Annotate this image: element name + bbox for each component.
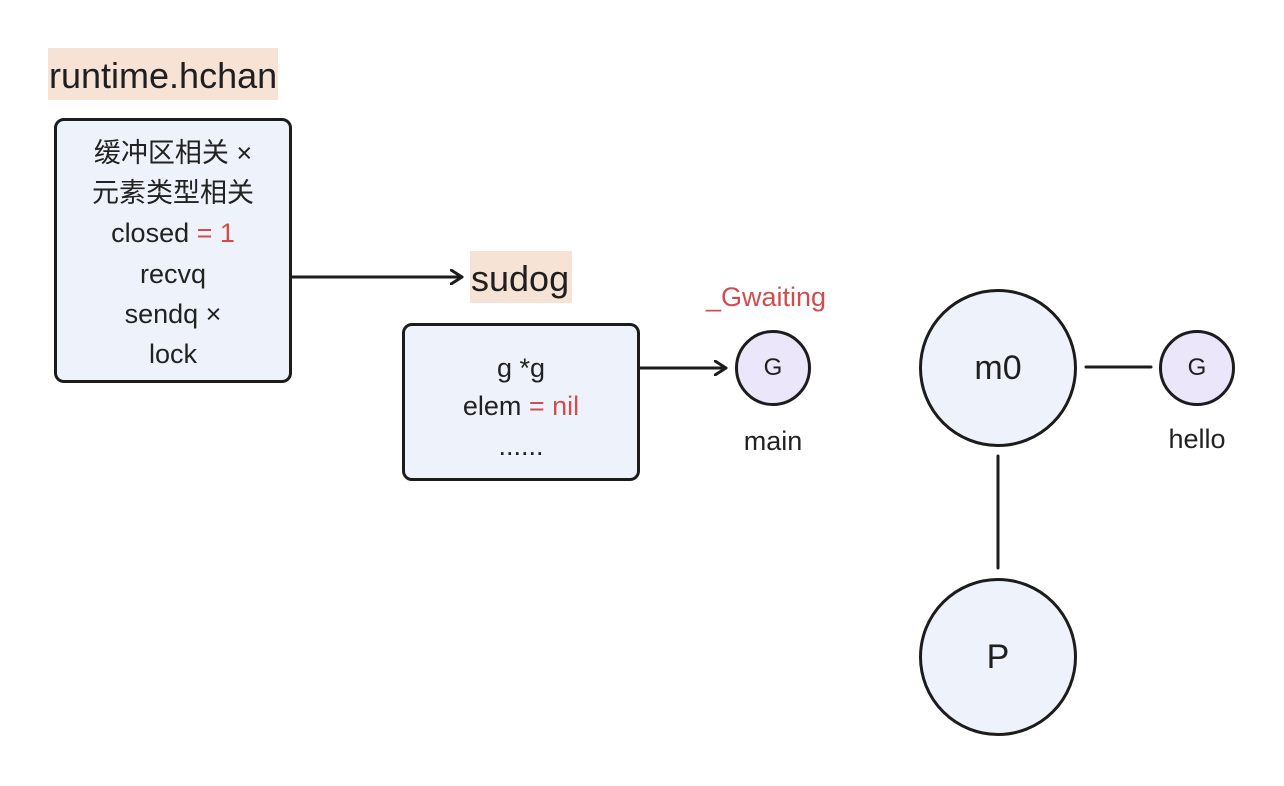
sudog-field-elem-text: elem <box>462 391 529 421</box>
main-goroutine-status: _Gwaiting <box>706 282 827 312</box>
hchan-field-recvq: recvq <box>57 258 289 290</box>
sudog-struct-box: g *g elem = nil ...... <box>402 323 640 481</box>
m0-node-label: m0 <box>974 348 1022 387</box>
sudog-title: sudog <box>470 251 573 303</box>
m0-node: m0 <box>919 289 1077 447</box>
main-goroutine-caption: main <box>743 426 803 456</box>
hchan-field-elemtype-text: 元素类型相关 <box>92 178 254 208</box>
hchan-field-buffer: 缓冲区相关 × <box>57 137 289 169</box>
sudog-field-more-text: ...... <box>498 431 544 461</box>
sudog-field-elem-value: = nil <box>528 391 580 421</box>
hello-goroutine-node-label: G <box>1187 354 1207 381</box>
hchan-field-lock-text: lock <box>148 339 197 369</box>
hchan-field-elemtype: 元素类型相关 <box>57 177 289 209</box>
hchan-field-closed-value: = 1 <box>196 218 235 248</box>
hchan-struct-box: 缓冲区相关 × 元素类型相关 closed = 1 recvq sendq × … <box>54 118 292 383</box>
sudog-field-g: g *g <box>405 352 637 384</box>
sudog-field-g-text: g *g <box>496 353 546 383</box>
hchan-field-closed-text: closed <box>111 218 197 248</box>
hchan-field-buffer-text: 缓冲区相关 × <box>93 138 253 168</box>
hello-goroutine-caption: hello <box>1168 424 1226 454</box>
hchan-field-closed: closed = 1 <box>57 217 289 249</box>
hchan-field-recvq-text: recvq <box>139 259 207 289</box>
processor-node: P <box>919 578 1077 736</box>
sudog-field-more: ...... <box>405 430 637 462</box>
hchan-field-lock: lock <box>57 338 289 370</box>
main-goroutine-node: G <box>735 330 811 406</box>
hchan-field-sendq: sendq × <box>57 298 289 330</box>
hello-goroutine-node: G <box>1159 330 1235 406</box>
processor-node-label: P <box>986 637 1010 676</box>
sudog-field-elem: elem = nil <box>405 390 637 422</box>
hchan-field-sendq-text: sendq × <box>124 299 222 329</box>
main-goroutine-node-label: G <box>763 354 783 381</box>
hchan-title: runtime.hchan <box>48 48 279 100</box>
